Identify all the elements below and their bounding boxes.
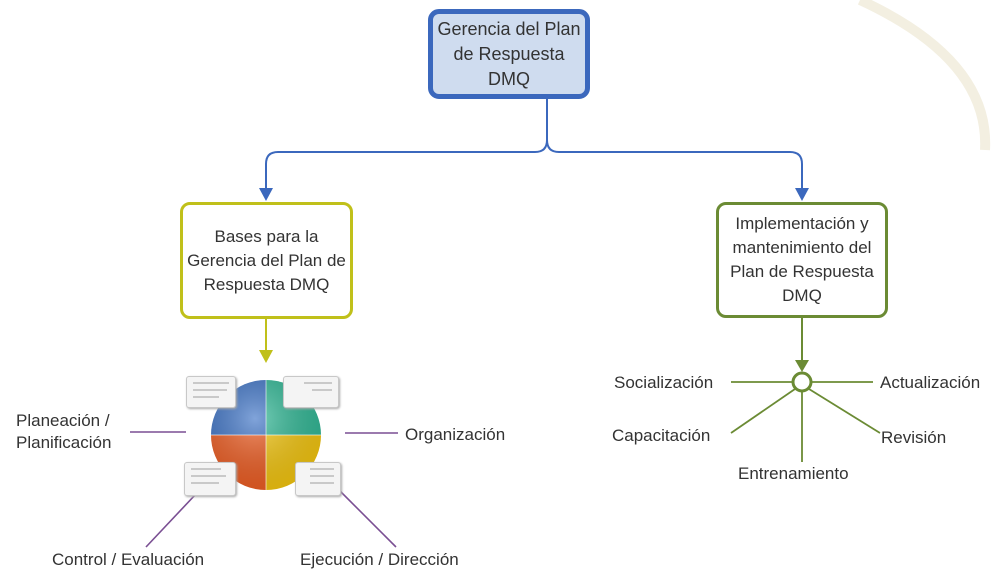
hub-circle [791, 371, 813, 393]
label-control: Control / Evaluación [52, 550, 205, 569]
bases-node[interactable]: Bases para la Gerencia del Plan de Respu… [180, 202, 353, 319]
label-organizacion: Organización [405, 425, 506, 444]
thumbnail-card-bottom-left [184, 462, 236, 496]
root-connector [265, 99, 803, 193]
thumbnail-card-bottom-right [295, 462, 341, 496]
root-node-text: Gerencia del Plan de Respuesta DMQ [437, 18, 581, 89]
label-revision: Revisión [881, 428, 947, 447]
implementation-node[interactable]: Implementación y mantenimiento del Plan … [716, 202, 888, 318]
root-node[interactable]: Gerencia del Plan de Respuesta DMQ [428, 9, 590, 99]
label-entrenamiento: Entrenamiento [738, 464, 849, 483]
label-capacitacion: Capacitación [612, 426, 711, 445]
label-planeacion: Planeación / Planificación [16, 411, 112, 452]
label-actualizacion: Actualización [880, 373, 981, 392]
arrowhead-right [795, 188, 809, 201]
arrowhead-left [259, 188, 273, 201]
bases-arrowhead [259, 350, 273, 363]
decorative-arc [857, 0, 991, 151]
hub-spokes [730, 381, 881, 462]
impl-arrowhead [795, 360, 809, 372]
thumbnail-card-top-left [186, 376, 236, 408]
implementation-node-text: Implementación y mantenimiento del Plan … [730, 214, 874, 305]
thumbnail-card-top-right [283, 376, 339, 408]
label-ejecucion: Ejecución / Dirección [300, 550, 459, 569]
bases-node-text: Bases para la Gerencia del Plan de Respu… [187, 226, 346, 294]
label-socializacion: Socialización [614, 373, 714, 392]
